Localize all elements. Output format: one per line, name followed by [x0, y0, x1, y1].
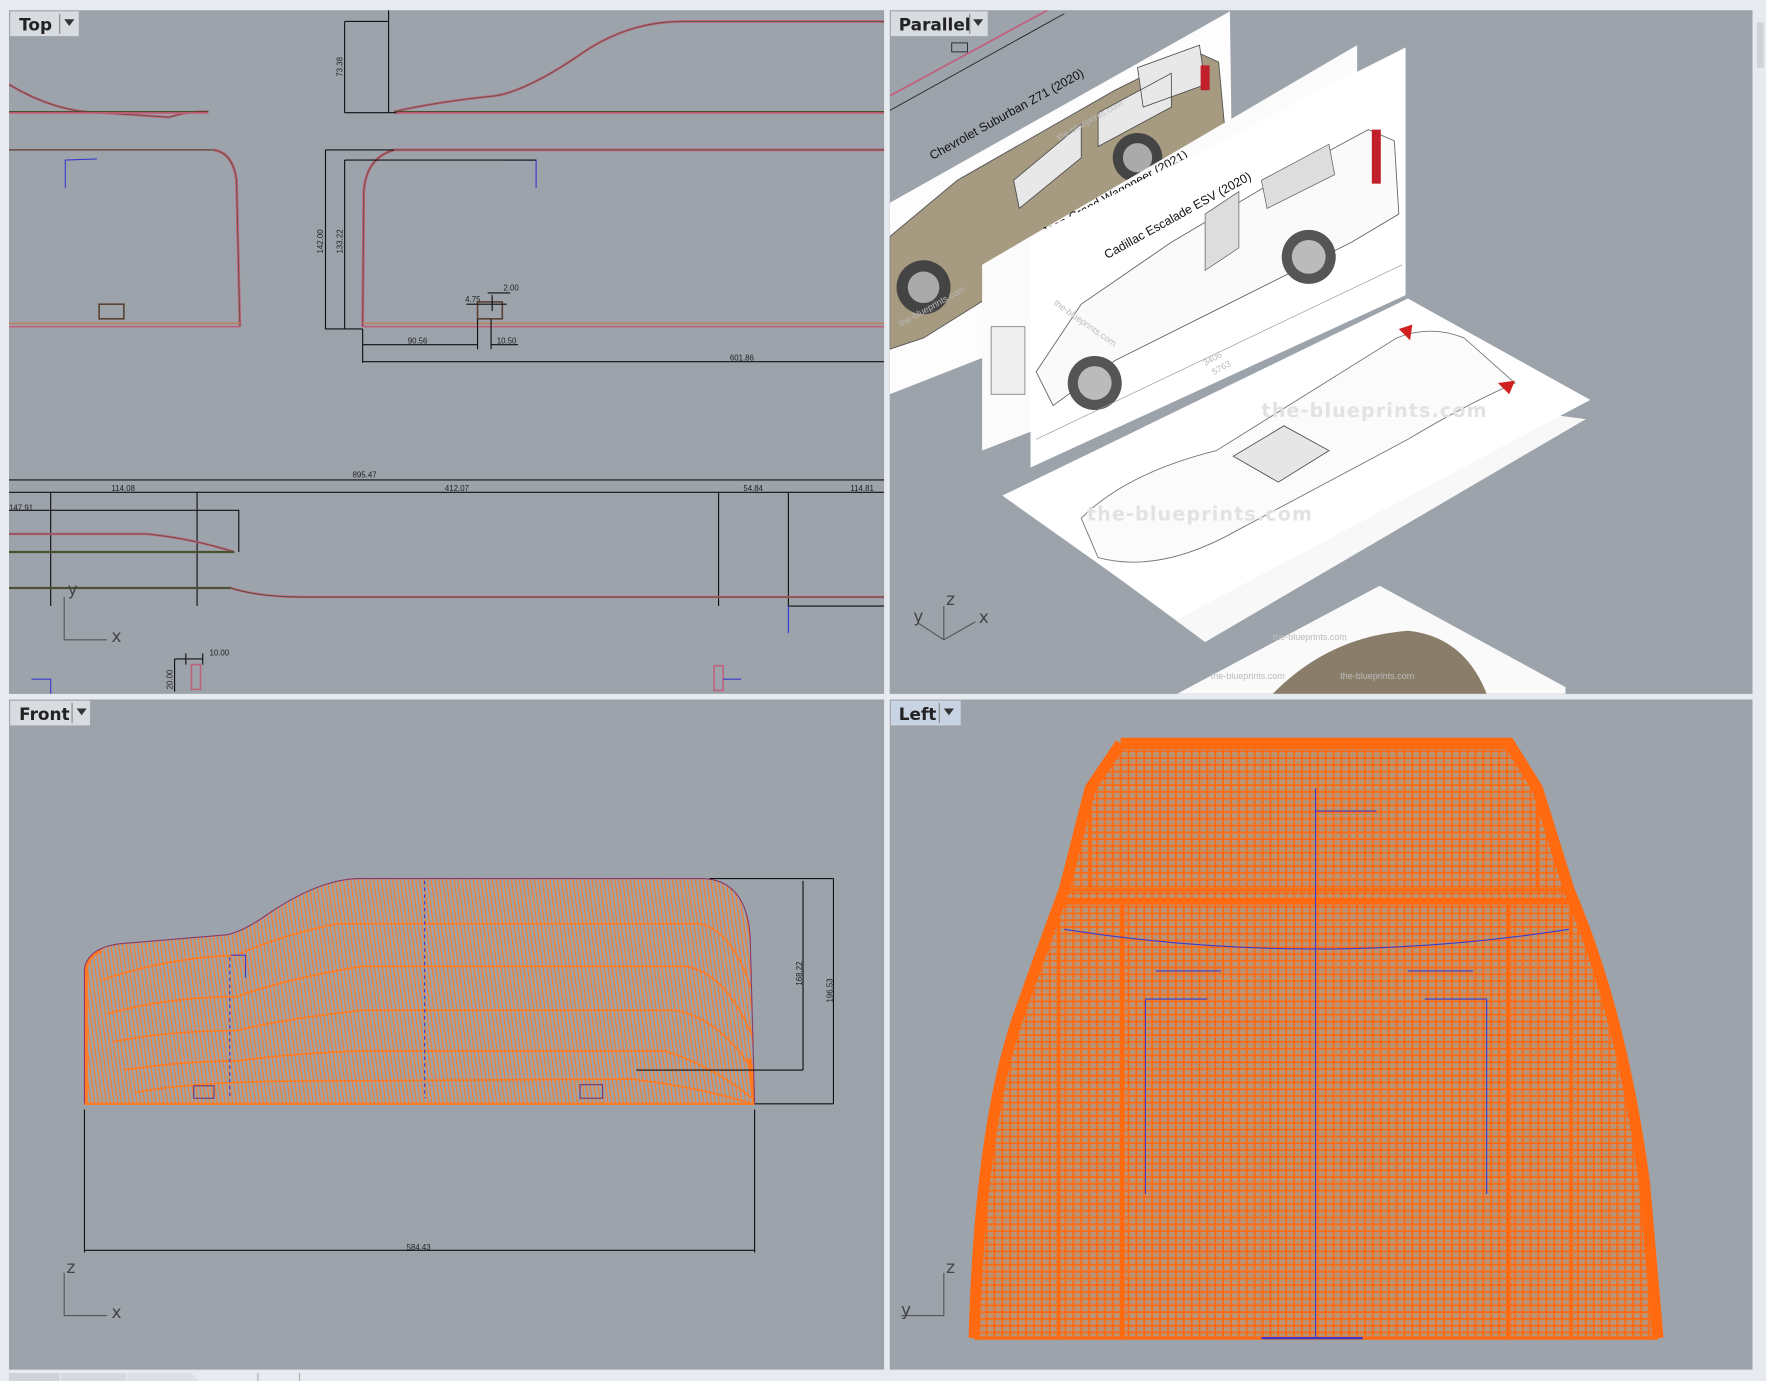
- chevron-down-icon[interactable]: [76, 708, 87, 716]
- dim-168-22: 168.22: [795, 961, 804, 985]
- top-dimension-lines: [9, 10, 885, 692]
- front-axis-icon: z x: [63, 1257, 122, 1322]
- viewport-left-label[interactable]: Left: [899, 704, 937, 724]
- dim-142-00: 142.00: [316, 229, 325, 254]
- layout-tab[interactable]: [9, 1373, 60, 1381]
- dim-412-07: 412.07: [445, 484, 469, 493]
- right-side-panel-edge[interactable]: [1753, 0, 1766, 1372]
- axis-z-label: z: [66, 1257, 75, 1277]
- top-curves: [9, 20, 885, 328]
- axis-x-label: x: [979, 607, 989, 627]
- watermark: the-blueprints.com: [1087, 502, 1313, 525]
- chevron-down-icon[interactable]: [973, 19, 984, 26]
- dim-90-56: 90.56: [408, 337, 428, 346]
- viewport-front-label[interactable]: Front: [19, 704, 69, 724]
- dim-20-00: 20.00: [165, 669, 174, 689]
- viewport-top-tab[interactable]: Top: [10, 11, 79, 37]
- parallel-axis-icon: z y x: [913, 589, 989, 641]
- front-surface-mesh[interactable]: [79, 873, 766, 1110]
- dim-73-38: 73.38: [335, 56, 344, 76]
- axis-x-label: x: [112, 1302, 122, 1322]
- chevron-down-icon[interactable]: [943, 708, 954, 716]
- dim-114-81: 114.81: [850, 484, 874, 493]
- dim-54-84: 54.84: [743, 484, 763, 493]
- viewport-parallel[interactable]: Chevrolet Suburban Z71 (2020) the-bluepr…: [889, 10, 1753, 694]
- axis-y-label: y: [68, 579, 78, 599]
- chevron-down-icon[interactable]: [64, 19, 75, 26]
- viewport-top-label[interactable]: Top: [19, 15, 52, 35]
- axis-z-label: z: [946, 1257, 955, 1277]
- viewport-top[interactable]: 73.38 142.00 133.22 2.00 4.75 90.56 10.5…: [9, 10, 885, 694]
- blueprint-sheet-top-views: the-blueprints.com the-blueprints.com: [1002, 298, 1591, 643]
- dim-10-00: 10.00: [209, 649, 229, 658]
- axis-x-label: x: [112, 626, 122, 646]
- viewport-top-background[interactable]: [9, 10, 885, 694]
- dim-895-47: 895.47: [353, 471, 377, 480]
- layout-tab[interactable]: [60, 1373, 127, 1381]
- viewport-front-tab[interactable]: Front: [10, 700, 91, 726]
- blueprint-sheet-bottom: the-blueprints.com the-blueprints.com th…: [1176, 585, 1566, 694]
- dim-2-00: 2.00: [503, 284, 519, 293]
- dim-133-22: 133.22: [335, 229, 344, 253]
- scrollbar-thumb[interactable]: [1756, 22, 1764, 68]
- viewport-left-tab[interactable]: Left: [890, 700, 961, 726]
- left-axis-icon: z y: [901, 1257, 955, 1320]
- front-dimension-lines: [83, 878, 835, 1253]
- dim-114-08: 114.08: [112, 484, 136, 493]
- left-surface-mesh[interactable]: [968, 737, 1664, 1340]
- dim-4-75: 4.75: [465, 295, 481, 304]
- dim-147-91: 147.91: [9, 503, 33, 512]
- watermark: the-blueprints.com: [1211, 671, 1285, 681]
- watermark: the-blueprints.com: [1340, 671, 1414, 681]
- viewport-layout-tabs[interactable]: [0, 1371, 1766, 1381]
- dim-196-53: 196.53: [825, 978, 834, 1003]
- layout-tab[interactable]: [127, 1373, 199, 1381]
- viewport-parallel-tab[interactable]: Parallel: [890, 11, 988, 37]
- top-axis-icon: y x: [63, 579, 122, 646]
- ghost-curves: [889, 10, 1065, 111]
- top-lower-curves: [9, 532, 885, 694]
- viewport-left[interactable]: z y Left: [889, 699, 1753, 1370]
- viewport-parallel-label[interactable]: Parallel: [899, 15, 971, 35]
- dim-584-43: 584.43: [407, 1243, 432, 1252]
- watermark: the-blueprints.com: [1273, 632, 1347, 642]
- watermark: the-blueprints.com: [1261, 399, 1487, 422]
- axis-y-label: y: [901, 1300, 911, 1320]
- axis-y-label: y: [913, 606, 923, 626]
- viewport-front[interactable]: 168.22 196.53 584.43 z x Front: [9, 699, 885, 1370]
- dim-10-50: 10.50: [497, 337, 517, 346]
- axis-z-label: z: [946, 589, 955, 609]
- dim-601-86: 601.86: [730, 354, 755, 363]
- top-dimension-labels: 73.38 142.00 133.22 2.00 4.75 90.56 10.5…: [9, 56, 874, 689]
